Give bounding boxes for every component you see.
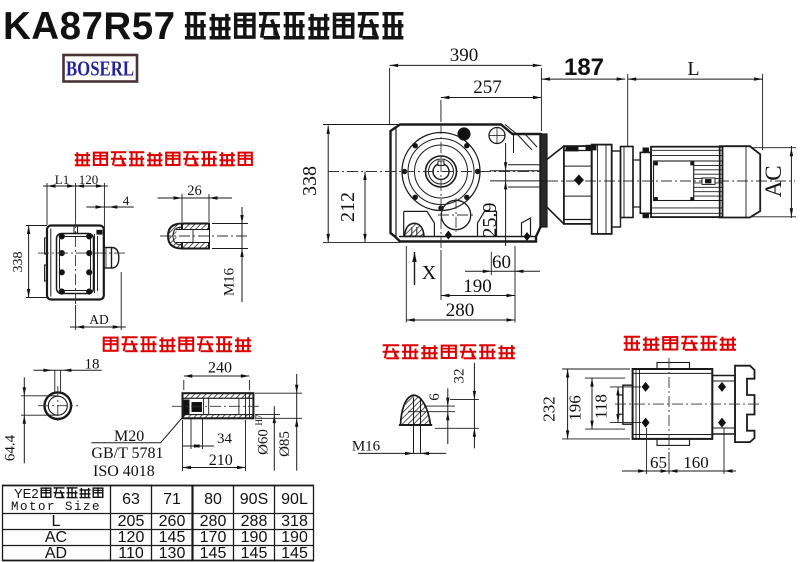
svg-text:318: 318: [281, 513, 308, 530]
svg-text:AC: AC: [761, 165, 786, 197]
svg-text:205: 205: [118, 513, 145, 530]
svg-text:90S: 90S: [240, 491, 268, 508]
svg-text:160: 160: [683, 453, 709, 472]
svg-text:18: 18: [85, 357, 100, 373]
svg-text:257: 257: [473, 77, 502, 98]
svg-text:M16: M16: [222, 267, 238, 296]
svg-text:71: 71: [163, 491, 181, 508]
svg-text:190: 190: [281, 529, 308, 546]
svg-text:60: 60: [492, 252, 511, 273]
svg-text:L1: L1: [55, 172, 69, 187]
svg-text:L: L: [52, 513, 61, 530]
svg-text:ISO 4018: ISO 4018: [93, 463, 155, 480]
svg-text:32: 32: [451, 369, 467, 384]
svg-text:390: 390: [450, 45, 479, 66]
svg-text:118: 118: [592, 394, 611, 419]
svg-text:KA87R57: KA87R57: [3, 5, 176, 48]
svg-text:Motor Size: Motor Size: [11, 500, 101, 514]
svg-text:145: 145: [200, 545, 227, 562]
svg-text:26: 26: [187, 183, 202, 199]
svg-text:L: L: [687, 58, 699, 80]
svg-text:X: X: [422, 262, 437, 284]
svg-text:170: 170: [200, 529, 227, 546]
svg-text:280: 280: [200, 513, 227, 530]
svg-text:AD: AD: [45, 545, 67, 562]
svg-text:AD: AD: [89, 312, 109, 327]
svg-text:80: 80: [204, 491, 222, 508]
svg-text:64.4: 64.4: [3, 434, 19, 461]
svg-text:120: 120: [118, 529, 145, 546]
svg-text:63: 63: [122, 491, 140, 508]
svg-text:H7: H7: [254, 414, 264, 425]
svg-text:25.9: 25.9: [479, 203, 501, 238]
svg-text:4: 4: [123, 193, 130, 208]
svg-text:288: 288: [241, 513, 268, 530]
svg-text:M20: M20: [114, 428, 144, 445]
svg-text:145: 145: [241, 545, 268, 562]
svg-text:190: 190: [241, 529, 268, 546]
svg-text:YE2: YE2: [14, 486, 39, 501]
svg-text:212: 212: [337, 192, 359, 222]
svg-text:AC: AC: [45, 529, 67, 546]
svg-text:Ø85: Ø85: [277, 431, 293, 457]
svg-text:M16: M16: [352, 439, 381, 455]
svg-text:260: 260: [159, 513, 186, 530]
svg-text:232: 232: [540, 396, 559, 422]
svg-text:90L: 90L: [281, 491, 308, 508]
svg-text:338: 338: [299, 166, 321, 196]
svg-text:145: 145: [281, 545, 308, 562]
svg-text:34: 34: [217, 431, 233, 447]
svg-text:65: 65: [650, 453, 667, 472]
svg-text:196: 196: [566, 395, 585, 421]
svg-text:240: 240: [208, 360, 232, 377]
svg-text:280: 280: [446, 300, 475, 321]
svg-text:130: 130: [159, 545, 186, 562]
svg-text:110: 110: [118, 545, 144, 562]
svg-text:Ø60: Ø60: [256, 429, 272, 455]
svg-text:6: 6: [427, 393, 443, 401]
svg-text:210: 210: [209, 452, 233, 469]
svg-text:190: 190: [463, 276, 492, 297]
svg-text:GB/T 5781: GB/T 5781: [91, 445, 163, 462]
svg-text:338: 338: [11, 252, 26, 273]
svg-text:187: 187: [564, 54, 604, 81]
svg-text:BOSERL: BOSERL: [66, 57, 134, 81]
svg-text:120: 120: [79, 172, 99, 187]
svg-text:145: 145: [159, 529, 186, 546]
